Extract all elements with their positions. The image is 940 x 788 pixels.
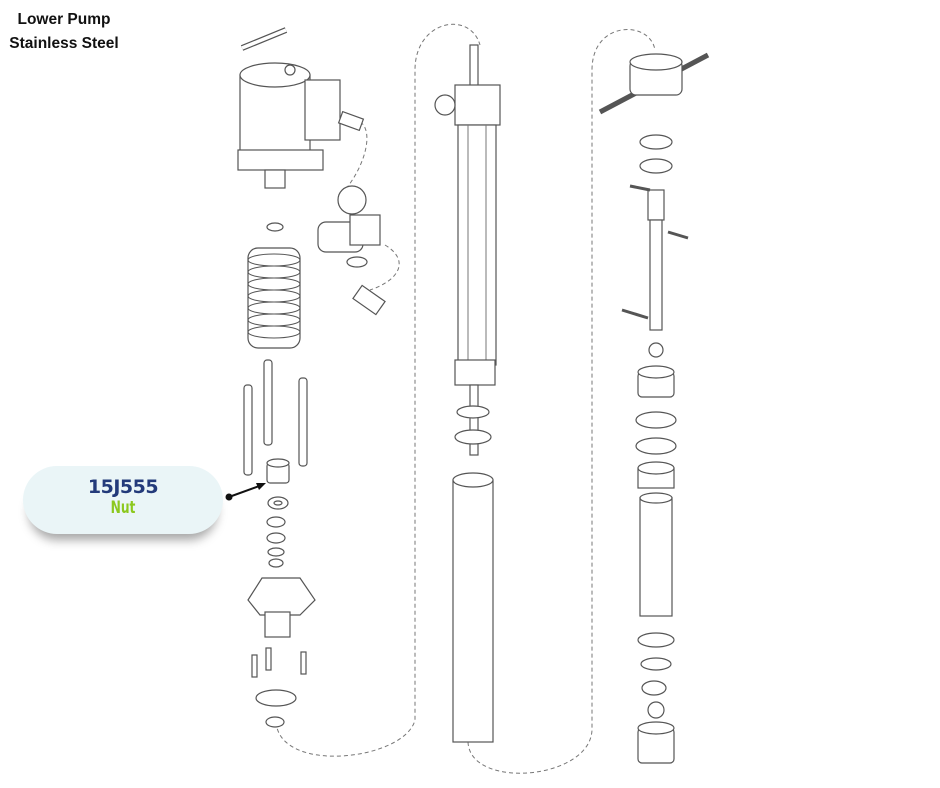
washer-part (639, 158, 673, 174)
callout-pointer-arrow (225, 483, 266, 501)
piston-rod-part (647, 189, 665, 331)
cylinder-tube-part (452, 472, 494, 743)
tie-rod-part (263, 359, 273, 446)
piston-valve-part (637, 365, 675, 398)
motor-assembly-part (237, 62, 341, 189)
tie-rod-part (243, 384, 253, 476)
connector-line (339, 118, 368, 191)
pin-part (240, 27, 288, 51)
diagram-title: Lower Pump Stainless Steel (0, 8, 128, 56)
o-ring-part (255, 689, 297, 707)
spring-part (247, 247, 301, 349)
o-ring-part (266, 222, 284, 232)
screw-part (621, 184, 689, 320)
nut-15j555-part (266, 458, 290, 484)
gauge-valve-part (317, 185, 381, 268)
packing-nut-part (639, 134, 673, 150)
pump-housing-part (247, 577, 316, 638)
o-ring-part (637, 632, 675, 648)
tie-rod-part (298, 377, 308, 467)
title-line-2: Stainless Steel (9, 35, 119, 52)
sleeve-part (639, 492, 673, 617)
displacement-rod-assembly-part (434, 44, 501, 456)
title-line-1: Lower Pump (17, 11, 111, 28)
part-number: 15J555 (87, 476, 159, 498)
retaining-ring-part (640, 657, 672, 671)
ball-part (647, 701, 665, 719)
washer-stack-part (266, 496, 289, 568)
ball-part (648, 342, 664, 358)
throat-bearing-part (637, 461, 675, 489)
foot-valve-part (637, 721, 675, 764)
seal-part (635, 437, 677, 455)
o-ring-part (265, 716, 285, 728)
seal-part (635, 411, 677, 429)
o-ring-part (454, 429, 492, 445)
part-name: Nut (110, 498, 136, 518)
fitting-part (337, 110, 365, 132)
connector-line (369, 244, 400, 291)
connector-line (275, 23, 481, 757)
clamp-part (598, 52, 710, 115)
screw-part (251, 647, 307, 678)
o-ring-part (456, 405, 490, 419)
fitting-part (352, 284, 386, 316)
clip-part (641, 680, 667, 696)
connector-line (467, 29, 656, 774)
part-callout[interactable]: 15J555 Nut (23, 466, 223, 534)
